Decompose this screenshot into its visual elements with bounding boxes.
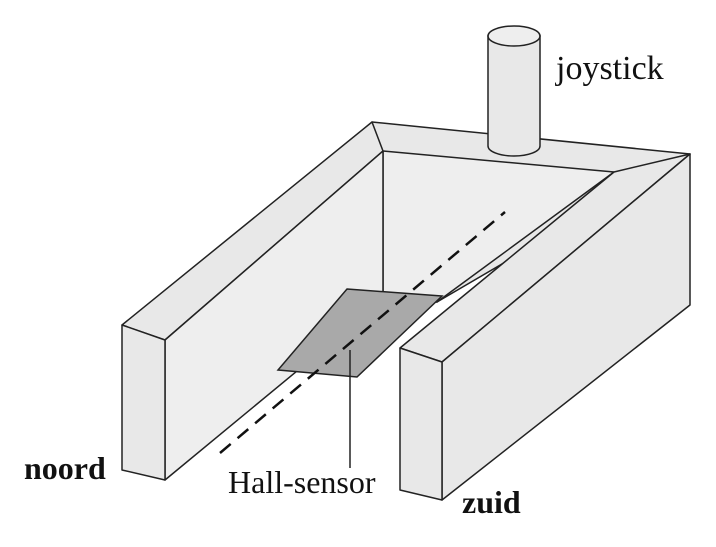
label-zuid: zuid [462,484,521,520]
left-arm-front-face [121,324,166,481]
label-joystick: joystick [556,50,664,87]
axis-dashed-line [219,211,506,454]
right-arm-front-face [399,347,443,501]
joystick-cylinder [487,25,541,157]
label-hall-sensor: Hall-sensor [228,464,376,500]
label-noord: noord [24,450,106,486]
